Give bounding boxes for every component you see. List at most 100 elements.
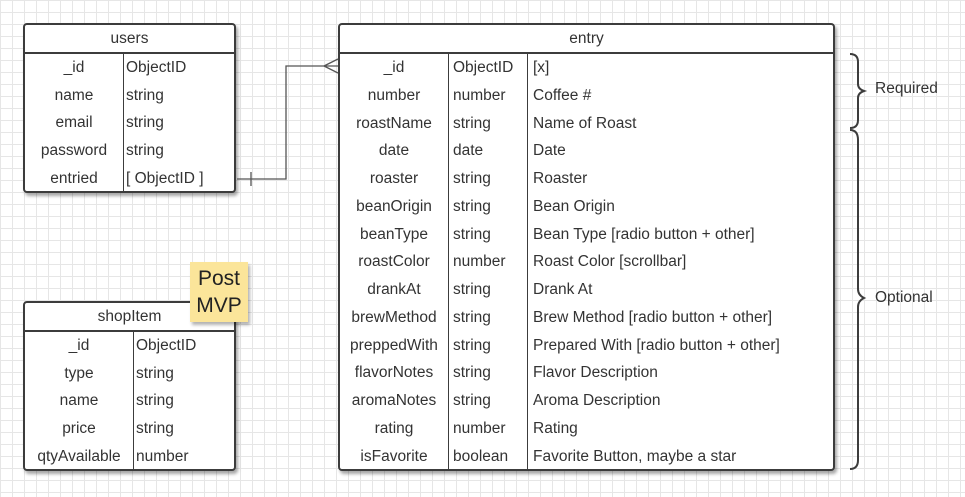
field-type: [ ObjectID ] bbox=[126, 169, 204, 187]
field-name: roastColor bbox=[358, 253, 430, 271]
table-row: rating number Rating bbox=[340, 415, 833, 443]
table-row: name string bbox=[25, 82, 234, 110]
table-row: aromaNotes string Aroma Description bbox=[340, 387, 833, 415]
column-divider bbox=[527, 54, 528, 469]
optional-label: Optional bbox=[875, 289, 933, 306]
column-divider bbox=[448, 54, 449, 469]
field-name: _id bbox=[63, 59, 85, 76]
field-type: number bbox=[453, 86, 506, 104]
field-description: Aroma Description bbox=[533, 392, 661, 409]
field-type: date bbox=[453, 142, 484, 160]
field-name: type bbox=[64, 364, 94, 382]
field-type: string bbox=[453, 364, 491, 382]
post-mvp-sticky-note[interactable]: Post MVP bbox=[190, 262, 248, 322]
table-row: entried [ ObjectID ] bbox=[25, 165, 234, 193]
field-type: number bbox=[453, 253, 506, 271]
field-description: Flavor Description bbox=[533, 364, 658, 382]
table-row: _id ObjectID bbox=[25, 332, 234, 360]
field-description: Favorite Button, maybe a star bbox=[533, 447, 737, 465]
field-name: email bbox=[55, 114, 93, 132]
table-row: beanOrigin string Bean Origin bbox=[340, 193, 833, 221]
table-row: roastName string Name of Roast bbox=[340, 110, 833, 138]
field-name: password bbox=[40, 142, 108, 160]
field-name: rating bbox=[374, 419, 414, 437]
field-type: string bbox=[453, 197, 491, 215]
field-description: Bean Type [radio button + other] bbox=[533, 225, 755, 243]
table-row: qtyAvailable number bbox=[25, 443, 234, 471]
shopitem-table[interactable]: shopItem _id ObjectID type string name s… bbox=[23, 301, 236, 471]
field-type: boolean bbox=[453, 447, 509, 465]
field-type: string bbox=[136, 392, 174, 410]
field-name: roastName bbox=[356, 114, 432, 132]
field-type: string bbox=[126, 86, 164, 104]
field-name: flavorNotes bbox=[354, 364, 434, 382]
shopitem-table-body: _id ObjectID type string name string pri… bbox=[25, 332, 234, 469]
field-type: ObjectID bbox=[136, 337, 197, 354]
field-type: string bbox=[453, 336, 491, 354]
users-table[interactable]: users _id ObjectID name string email str… bbox=[23, 23, 236, 193]
field-type: string bbox=[136, 364, 174, 382]
field-type: string bbox=[136, 420, 174, 438]
field-type: ObjectID bbox=[453, 59, 514, 76]
field-description: Rating bbox=[533, 419, 578, 437]
field-name: entried bbox=[50, 169, 98, 187]
table-row: preppedWith string Prepared With [radio … bbox=[340, 332, 833, 360]
field-name: roaster bbox=[369, 170, 419, 187]
field-description: Bean Origin bbox=[533, 197, 615, 215]
field-name: beanType bbox=[359, 225, 429, 243]
table-row: _id ObjectID [x] bbox=[340, 54, 833, 82]
column-divider bbox=[133, 332, 134, 469]
field-type: string bbox=[453, 281, 491, 298]
table-row: beanType string Bean Type [radio button … bbox=[340, 221, 833, 249]
field-name: name bbox=[54, 86, 94, 104]
table-row: drankAt string Drank At bbox=[340, 276, 833, 304]
table-row: roastColor number Roast Color [scrollbar… bbox=[340, 248, 833, 276]
table-row: type string bbox=[25, 360, 234, 388]
table-row: number number Coffee # bbox=[340, 82, 833, 110]
entry-table-title: entry bbox=[340, 25, 833, 54]
field-name: aromaNotes bbox=[351, 392, 437, 409]
field-description: Roaster bbox=[533, 170, 588, 187]
table-row: flavorNotes string Flavor Description bbox=[340, 359, 833, 387]
field-type: string bbox=[453, 114, 491, 132]
entry-table-body: _id ObjectID [x] number number Coffee # … bbox=[340, 54, 833, 469]
field-description: Name of Roast bbox=[533, 114, 637, 132]
field-name: preppedWith bbox=[350, 336, 438, 354]
table-row: date date Date bbox=[340, 137, 833, 165]
field-description: Roast Color [scrollbar] bbox=[533, 253, 687, 271]
table-row: roaster string Roaster bbox=[340, 165, 833, 193]
table-row: name string bbox=[25, 387, 234, 415]
table-row: brewMethod string Brew Method [radio but… bbox=[340, 304, 833, 332]
field-type: ObjectID bbox=[126, 59, 187, 76]
field-description: [x] bbox=[533, 59, 550, 76]
table-row: price string bbox=[25, 415, 234, 443]
users-table-title: users bbox=[25, 25, 234, 54]
sticky-note-line: Post bbox=[197, 267, 241, 290]
field-name: beanOrigin bbox=[356, 197, 432, 215]
relationship-connector[interactable] bbox=[237, 58, 339, 186]
field-name: _id bbox=[383, 59, 405, 76]
field-type: number bbox=[453, 419, 506, 437]
column-divider bbox=[123, 54, 124, 191]
many-crowfoot-mark bbox=[323, 58, 339, 74]
field-name: drankAt bbox=[367, 281, 421, 298]
field-type: string bbox=[126, 114, 164, 132]
field-type: string bbox=[453, 170, 491, 187]
field-name: qtyAvailable bbox=[37, 447, 121, 465]
field-name: date bbox=[378, 142, 410, 160]
field-type: string bbox=[126, 142, 164, 160]
field-name: number bbox=[367, 86, 421, 104]
required-label: Required bbox=[875, 80, 938, 97]
required-brace bbox=[849, 53, 868, 129]
field-type: number bbox=[136, 447, 189, 465]
table-row: _id ObjectID bbox=[25, 54, 234, 82]
table-row: password string bbox=[25, 137, 234, 165]
field-description: Prepared With [radio button + other] bbox=[533, 336, 780, 354]
field-description: Brew Method [radio button + other] bbox=[533, 308, 773, 326]
entry-table[interactable]: entry _id ObjectID [x] number number Cof… bbox=[338, 23, 835, 471]
field-name: isFavorite bbox=[360, 447, 428, 465]
field-name: brewMethod bbox=[351, 308, 437, 326]
sticky-note-line: MVP bbox=[196, 294, 242, 317]
field-name: _id bbox=[68, 337, 90, 354]
relationship-line bbox=[237, 65, 338, 180]
